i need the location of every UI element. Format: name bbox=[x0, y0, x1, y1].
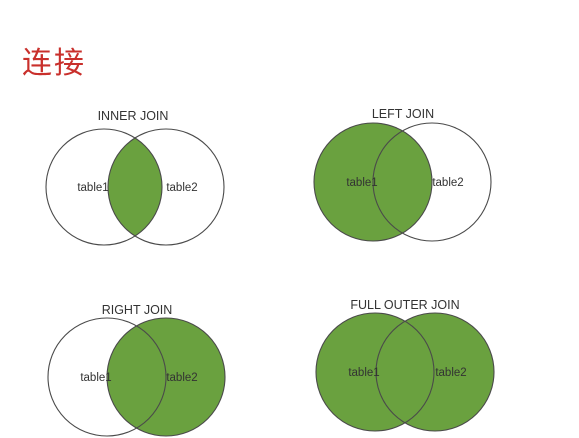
venn-left-join: LEFT JOIN table1 table2 bbox=[313, 107, 492, 242]
table1-outline bbox=[47, 317, 167, 437]
intersection-region bbox=[373, 123, 432, 241]
table2-outline bbox=[375, 312, 495, 432]
table2-label: table2 bbox=[166, 182, 197, 194]
table2-outline bbox=[107, 128, 225, 246]
table2-outline bbox=[372, 122, 492, 242]
intersection-region bbox=[108, 129, 162, 245]
join-label: INNER JOIN bbox=[98, 109, 169, 123]
page-title: 连接 bbox=[22, 46, 86, 81]
table1-outline bbox=[313, 122, 433, 242]
intersection-region bbox=[107, 318, 166, 436]
table2-label: table2 bbox=[166, 372, 197, 384]
table2-label: table2 bbox=[435, 367, 466, 379]
venn-right-join: RIGHT JOIN table1 table2 bbox=[47, 303, 226, 437]
intersection-region bbox=[376, 313, 434, 431]
table1-label: table1 bbox=[348, 367, 379, 379]
venn-inner-join: INNER JOIN table1 table2 bbox=[45, 109, 225, 246]
join-label: RIGHT JOIN bbox=[102, 303, 173, 317]
venn-full-outer-join: FULL OUTER JOIN table1 table2 bbox=[315, 298, 495, 432]
table2-label: table2 bbox=[432, 177, 463, 189]
table1-label: table1 bbox=[346, 177, 377, 189]
table1-outline bbox=[315, 312, 435, 432]
table1-outline bbox=[45, 128, 163, 246]
join-label: LEFT JOIN bbox=[372, 107, 434, 121]
join-label: FULL OUTER JOIN bbox=[350, 298, 459, 312]
table1-label: table1 bbox=[77, 182, 108, 194]
table1-label: table1 bbox=[80, 372, 111, 384]
table2-outline bbox=[106, 317, 226, 437]
